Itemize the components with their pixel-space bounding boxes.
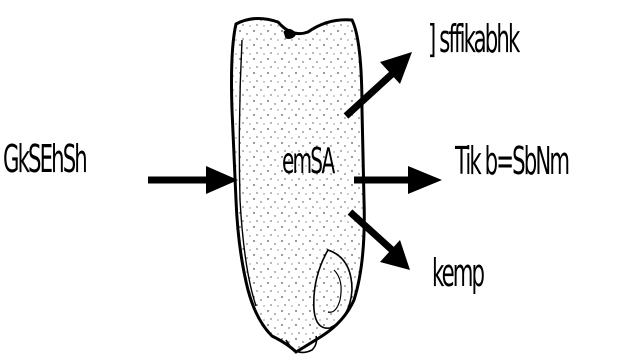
label-input: GkSEhSh [3,140,86,178]
grain-body [232,18,365,352]
arrow-input [148,166,238,194]
arrow-output-right [354,166,442,194]
label-output-right: Tik b=SbNm [455,142,568,180]
label-output-top: ] sffikabhk [428,20,518,58]
grain-outline [232,18,365,352]
label-center: emSA [282,144,333,180]
label-output-bottom: kemp [432,254,483,292]
